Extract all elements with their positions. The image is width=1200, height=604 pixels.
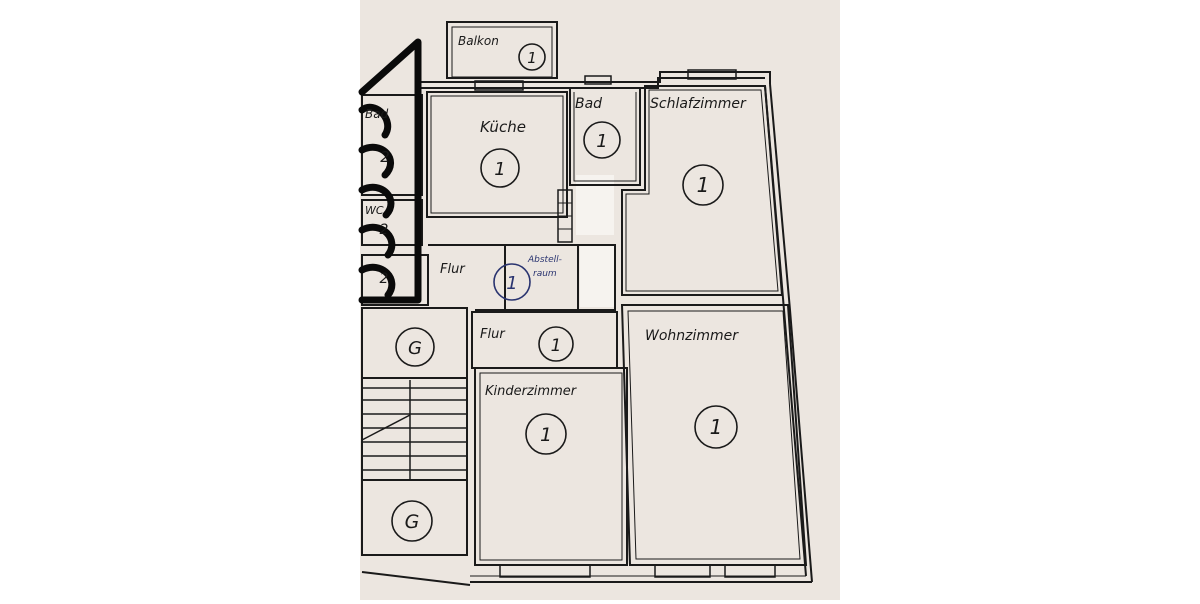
kinderzimmer-outline-inner <box>479 372 623 561</box>
outer-wall <box>415 71 771 84</box>
room-label-abstellraum-2: raum <box>533 269 557 279</box>
marker-circle-flur-oben <box>493 263 531 301</box>
bad-outline <box>569 88 641 186</box>
kinderzimmer-outline <box>474 367 628 566</box>
outer-wall-right <box>769 83 813 583</box>
marker-text-treppenhaus-unten: G <box>405 511 420 533</box>
marker-text-treppenhaus-oben: G <box>408 338 422 359</box>
kueche-outline-inner <box>430 95 564 214</box>
marker-circle-flur-mitte <box>538 326 574 362</box>
marker-text-flur-mitte: 1 <box>551 336 562 356</box>
treppenhaus-unten-outline <box>361 479 468 556</box>
room-label-flur-mitte: Flur <box>480 327 506 342</box>
marker-text-flur-oben: 1 <box>506 273 517 294</box>
marker-circle-schlafzimmer <box>682 164 724 206</box>
room-label-wohnzimmer: Wohnzimmer <box>645 328 739 344</box>
marker-text-bad: 1 <box>596 131 607 152</box>
kueche-outline <box>426 91 568 218</box>
balkon-outline <box>446 21 558 79</box>
room-label-flur-oben: Flur <box>440 262 466 277</box>
room-label-schlafzimmer: Schlafzimmer <box>650 96 747 112</box>
marker-circle-wohnzimmer <box>694 405 738 449</box>
window <box>584 75 612 85</box>
marker-text-balkon: 1 <box>527 49 537 67</box>
marker-circle-bad <box>583 121 621 159</box>
outer-wall-bottom-left <box>361 571 471 586</box>
marker-text-nachbar-wc: 2 <box>380 222 389 238</box>
redacted-patch <box>580 245 614 307</box>
window <box>474 80 524 91</box>
room-label-nachbar-wc: WC <box>365 204 384 217</box>
bad-outline-inner <box>573 92 637 182</box>
marker-text-nachbar-bad: 2 <box>380 148 390 166</box>
nachbar-raum-outline <box>361 254 429 306</box>
marker-circle-treppenhaus-oben <box>395 327 435 367</box>
marker-circle-balkon <box>518 43 546 71</box>
schlafzimmer-outline-inner <box>625 89 779 292</box>
marker-text-schlafzimmer: 1 <box>697 173 710 197</box>
marker-circle-kinderzimmer <box>525 413 567 455</box>
marker-text-wohnzimmer: 1 <box>710 415 723 439</box>
marker-text-kueche: 1 <box>494 159 505 180</box>
marker-circle-kueche <box>480 148 520 188</box>
room-label-nachbar-bad: Bad <box>365 107 389 121</box>
room-label-bad: Bad <box>575 96 602 112</box>
wohnzimmer-outline-inner <box>627 310 801 560</box>
marker-strikethrough <box>358 38 422 304</box>
stair-steps <box>361 380 467 480</box>
room-label-abstellraum: Abstell- <box>527 255 562 265</box>
room-label-balkon: Balkon <box>458 34 499 48</box>
room-label-kueche: Küche <box>480 118 526 136</box>
schlafzimmer-outline <box>621 85 784 296</box>
marker-text-nachbar-raum: 2 <box>380 271 389 287</box>
marker-circle-treppenhaus-unten <box>391 500 433 542</box>
marker-text-kinderzimmer: 1 <box>540 424 552 446</box>
balkon-outline-inner <box>451 26 553 78</box>
outer-wall-inner <box>420 77 765 89</box>
room-label-kinderzimmer: Kinderzimmer <box>485 384 578 399</box>
abstellraum-outline <box>504 245 579 311</box>
window <box>687 69 737 80</box>
